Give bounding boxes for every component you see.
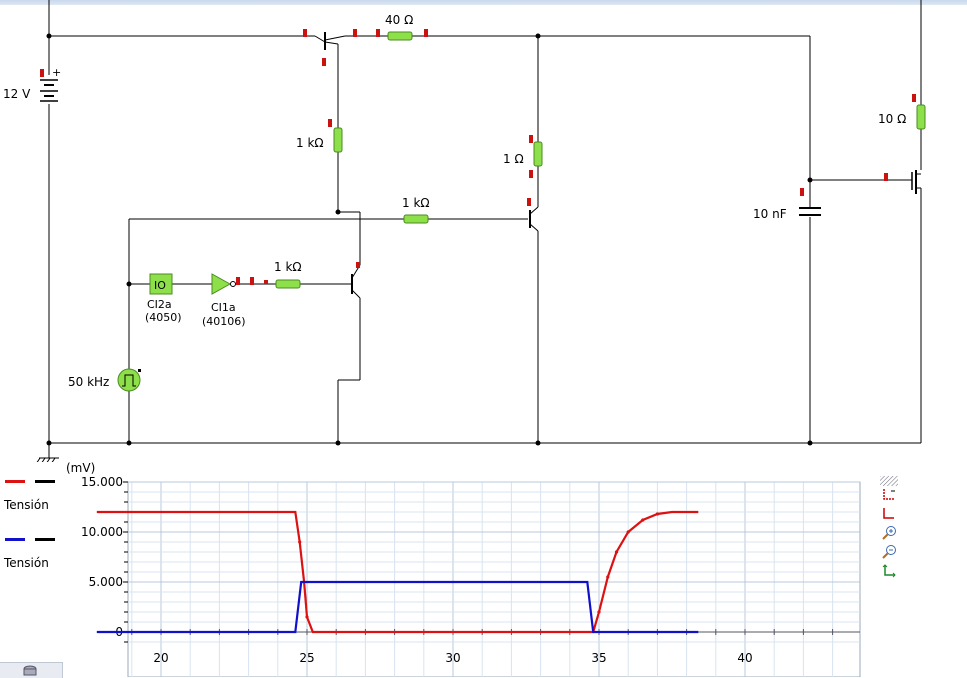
series-point-0: [597, 610, 601, 614]
resistor-1k-horizontal[interactable]: [403, 214, 429, 224]
series-line-1: [96, 580, 699, 634]
x-tick-label: 25: [299, 651, 314, 665]
resistor-10ohm[interactable]: [912, 94, 926, 130]
zoom-out-icon[interactable]: [880, 543, 898, 561]
resistor-1k-signal[interactable]: [236, 277, 301, 289]
npn-transistor-right[interactable]: [527, 198, 539, 232]
circuit-schematic[interactable]: + 12 V 40 Ω 1 kΩ 1 kΩ 1 kΩ 1 Ω: [0, 0, 967, 462]
chip-buffer-4050[interactable]: IO: [149, 273, 173, 295]
battery-label: 12 V: [3, 87, 31, 101]
window-top-strip: [0, 0, 967, 5]
chip-inverter-40106[interactable]: [211, 273, 236, 295]
generator-label: 50 kHz: [68, 375, 109, 389]
legend-label-red: Tensión: [4, 498, 49, 512]
square-wave-generator[interactable]: [117, 368, 141, 392]
x-tick-label: 20: [153, 651, 168, 665]
status-corner: [0, 662, 63, 678]
svg-text:+: +: [52, 66, 61, 79]
resistor-1k-vertical[interactable]: [328, 119, 343, 153]
cursor-bracket-icon[interactable]: [880, 486, 898, 504]
resistor-1k-vertical-label: 1 kΩ: [296, 136, 324, 150]
series-point-0: [305, 615, 309, 619]
series-line-0: [96, 510, 699, 634]
capacitor-10nf[interactable]: [799, 188, 821, 216]
y-unit-label: (mV): [66, 462, 95, 475]
npn-transistor-left[interactable]: [351, 262, 361, 299]
resistor-40ohm-label: 40 Ω: [385, 13, 413, 27]
svg-text:IO: IO: [154, 279, 166, 292]
chip-buffer-name: CI2a: [147, 298, 172, 311]
scope-legend: Tensión Tensión: [0, 462, 120, 677]
resistor-10ohm-label: 10 Ω: [878, 112, 906, 126]
series-point-0: [298, 540, 302, 544]
scope-toolbar: [880, 472, 900, 584]
x-tick-label: 30: [445, 651, 460, 665]
y-tick-label: 10.000: [81, 525, 123, 539]
resistor-1ohm-label: 1 Ω: [503, 152, 524, 166]
y-tick-label: 15.000: [81, 475, 123, 489]
series-point-0: [606, 575, 610, 579]
chip-buffer-part: (4050): [145, 311, 182, 324]
y-tick-label: 5.000: [89, 575, 123, 589]
reset-view-icon[interactable]: [880, 562, 898, 580]
x-tick-label: 35: [591, 651, 606, 665]
plot-area[interactable]: [127, 481, 861, 677]
resistor-1k-signal-label: 1 kΩ: [274, 260, 302, 274]
plot-series: [96, 510, 699, 634]
capacitor-label: 10 nF: [753, 207, 787, 221]
chip-inverter-part: (40106): [202, 315, 246, 328]
ground-icon: [36, 457, 59, 462]
legend-label-blue: Tensión: [4, 556, 49, 570]
series-point-0: [655, 512, 660, 516]
series-point-0: [614, 550, 619, 554]
battery-12v[interactable]: +: [40, 66, 61, 102]
resistor-1k-horizontal-label: 1 kΩ: [402, 196, 430, 210]
hatch-icon[interactable]: [880, 472, 898, 490]
resistor-40ohm[interactable]: [376, 29, 428, 41]
resistor-1ohm[interactable]: [529, 135, 543, 178]
cursor-corner-icon[interactable]: [880, 505, 898, 523]
zoom-in-icon[interactable]: [880, 524, 898, 542]
series-point-0: [641, 518, 645, 522]
x-tick-label: 40: [737, 651, 752, 665]
pnp-transistor-top[interactable]: [303, 29, 357, 66]
chip-inverter-name: CI1a: [211, 301, 236, 314]
mosfet-right[interactable]: [884, 170, 922, 196]
series-point-0: [626, 530, 630, 534]
